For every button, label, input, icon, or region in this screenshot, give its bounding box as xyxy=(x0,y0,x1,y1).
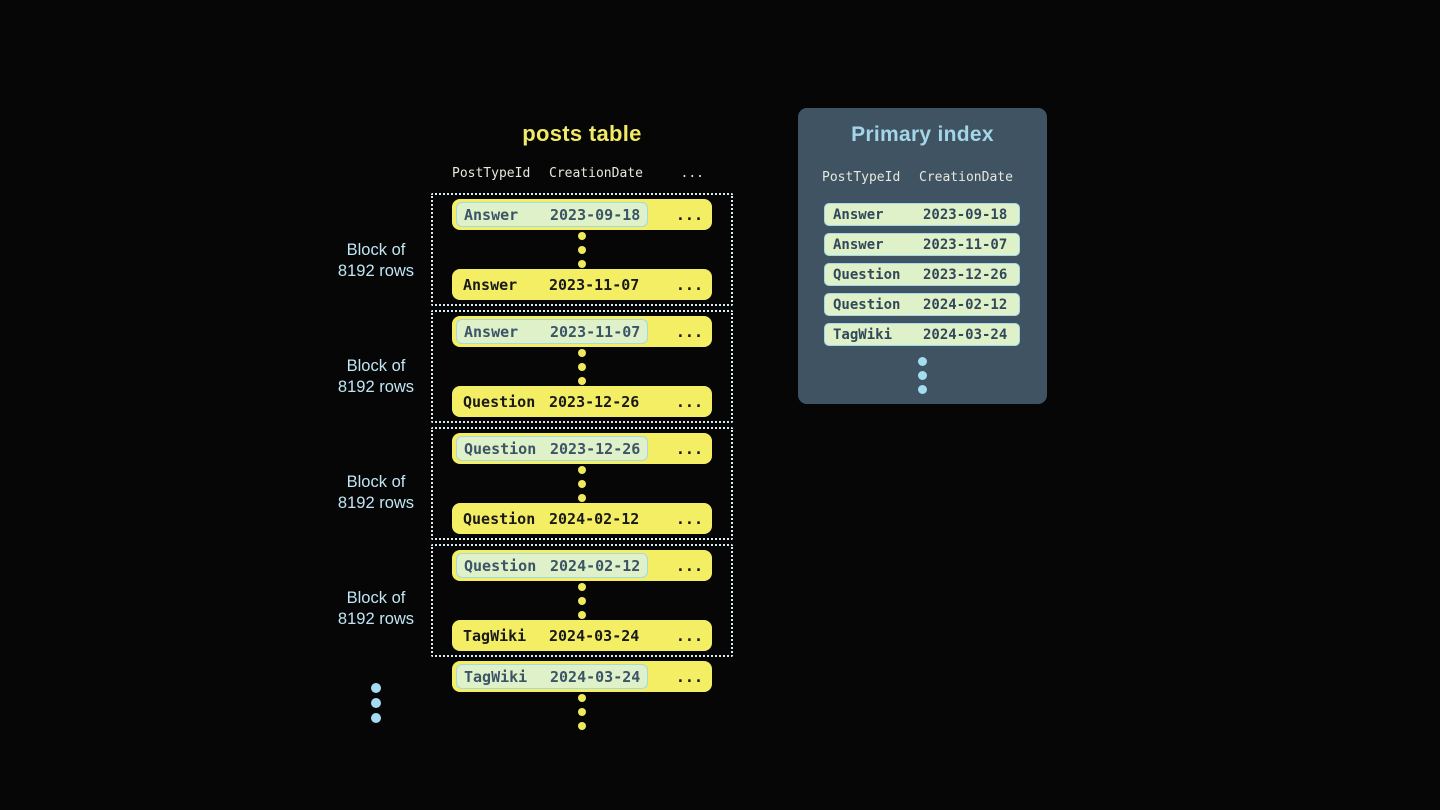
row-ellipsis: ... xyxy=(675,322,703,341)
table-continues-ellipsis-dots xyxy=(578,694,586,730)
row-block-4: Question 2024-02-12 ... TagWiki 2024-03-… xyxy=(431,544,733,657)
primary-index-column-headers: PostTypeId CreationDate xyxy=(822,170,1013,185)
vertical-ellipsis-dots xyxy=(578,231,586,268)
index-entry: Question 2024-02-12 xyxy=(824,293,1020,316)
row-block-2: Answer 2023-11-07 ... Question 2023-12-2… xyxy=(431,310,733,423)
block-label-2: Block of 8192 rows xyxy=(337,357,415,396)
row-ellipsis: ... xyxy=(675,392,703,411)
row-ellipsis: ... xyxy=(675,667,703,686)
table-row-last: Question 2024-02-12 ... xyxy=(452,503,712,534)
table-row-last: TagWiki 2024-03-24 ... xyxy=(452,620,712,651)
row-block-1: Answer 2023-09-18 ... Answer 2023-11-07 … xyxy=(431,193,733,306)
column-header-more: ... xyxy=(680,166,704,181)
row-ellipsis: ... xyxy=(675,275,703,294)
block-label-1: Block of 8192 rows xyxy=(337,241,415,280)
indexed-row-highlight: Question 2023-12-26 xyxy=(456,436,649,461)
posts-table-blocks: Answer 2023-09-18 ... Answer 2023-11-07 … xyxy=(431,193,733,661)
table-row-last: Question 2023-12-26 ... xyxy=(452,386,712,417)
vertical-ellipsis-dots xyxy=(578,465,586,502)
posts-table-column-headers: PostTypeId CreationDate ... xyxy=(452,166,704,181)
column-header-posttypeid: PostTypeId xyxy=(822,170,901,185)
table-row-next-block-start: TagWiki 2024-03-24 ... xyxy=(452,661,712,692)
column-header-posttypeid: PostTypeId xyxy=(452,166,531,181)
indexed-row-highlight: Answer 2023-11-07 xyxy=(456,319,649,344)
table-row-first: Answer 2023-11-07 ... xyxy=(452,316,712,347)
row-ellipsis: ... xyxy=(675,556,703,575)
index-entry: TagWiki 2024-03-24 xyxy=(824,323,1020,346)
column-header-creationdate: CreationDate xyxy=(549,166,643,181)
row-ellipsis: ... xyxy=(675,626,703,645)
index-continues-ellipsis-dots xyxy=(798,357,1047,394)
column-header-creationdate: CreationDate xyxy=(919,170,1013,185)
index-entry: Answer 2023-09-18 xyxy=(824,203,1020,226)
blocks-continue-ellipsis-dots xyxy=(371,683,381,723)
index-entry: Question 2023-12-26 xyxy=(824,263,1020,286)
table-row-first: Question 2023-12-26 ... xyxy=(452,433,712,464)
indexed-row-highlight: TagWiki 2024-03-24 xyxy=(456,664,649,689)
row-ellipsis: ... xyxy=(675,439,703,458)
index-entry: Answer 2023-11-07 xyxy=(824,233,1020,256)
row-block-3: Question 2023-12-26 ... Question 2024-02… xyxy=(431,427,733,540)
posts-table-title: posts table xyxy=(522,121,642,146)
indexed-row-highlight: Answer 2023-09-18 xyxy=(456,202,649,227)
table-row-first: Question 2024-02-12 ... xyxy=(452,550,712,581)
block-label-3: Block of 8192 rows xyxy=(337,473,415,512)
primary-index-title: Primary index xyxy=(851,123,994,146)
primary-index-entries: Answer 2023-09-18 Answer 2023-11-07 Ques… xyxy=(824,203,1020,353)
vertical-ellipsis-dots xyxy=(578,582,586,619)
primary-index-panel: Primary index PostTypeId CreationDate An… xyxy=(798,108,1047,404)
block-label-4: Block of 8192 rows xyxy=(337,589,415,628)
table-row-first: Answer 2023-09-18 ... xyxy=(452,199,712,230)
table-row-last: Answer 2023-11-07 ... xyxy=(452,269,712,300)
row-ellipsis: ... xyxy=(675,509,703,528)
vertical-ellipsis-dots xyxy=(578,348,586,385)
indexed-row-highlight: Question 2024-02-12 xyxy=(456,553,649,578)
row-ellipsis: ... xyxy=(675,205,703,224)
